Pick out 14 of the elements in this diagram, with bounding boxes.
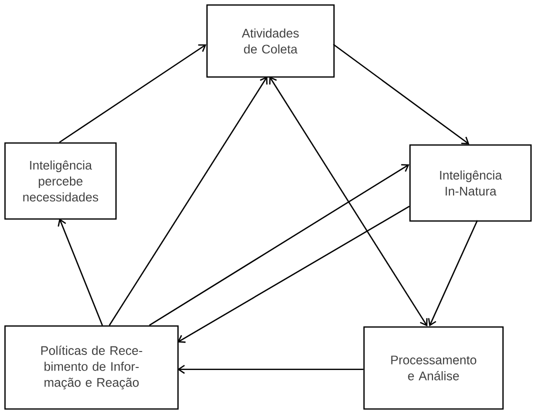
arrow — [149, 164, 410, 326]
arrow — [332, 44, 470, 144]
process-box: Atividades de Coleta — [206, 4, 335, 78]
arrow — [428, 220, 478, 326]
arrow — [59, 44, 206, 143]
arrow — [177, 206, 410, 343]
process-box: Inteligência In-Natura — [409, 144, 532, 222]
arrow — [177, 364, 364, 374]
arrow — [58, 218, 103, 326]
process-box: Políticas de Rece- bimento de Infor- mação e Reação — [4, 325, 179, 410]
process-box: Inteligência percebe necessidades — [4, 142, 117, 220]
arrow — [269, 76, 428, 326]
arrow — [108, 76, 268, 326]
process-box: Processamento e Análise — [363, 326, 504, 410]
